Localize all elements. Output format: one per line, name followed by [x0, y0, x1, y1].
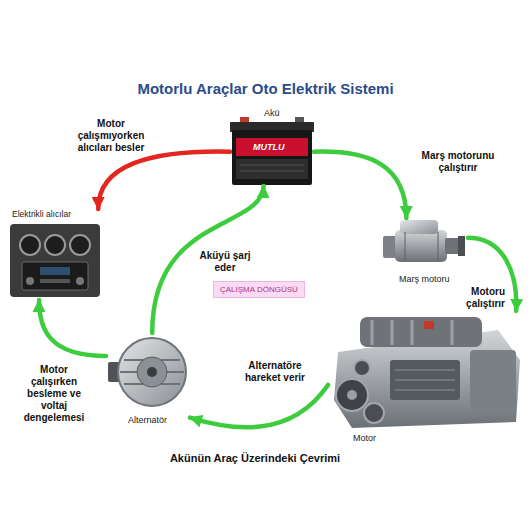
- engine-illustration-part: [347, 390, 357, 400]
- starter-node: Marş motoru: [380, 218, 468, 284]
- flow-arrow: [190, 385, 328, 427]
- engine-node: Motor: [328, 311, 524, 443]
- flow-arrow: [98, 152, 230, 209]
- badge-text: ÇALIŞMA DÖNGÜSÜ: [220, 284, 298, 295]
- engine-illustration-part: [354, 360, 370, 376]
- node-label: Alternatör: [127, 415, 168, 425]
- battery-illustration-part: [232, 130, 312, 185]
- edge-label: Aküyü şarj eder: [196, 250, 254, 274]
- flow-arrow: [314, 152, 406, 218]
- edge-label: Motor çalışmıyorken alıcıları besler: [70, 118, 152, 154]
- engine-illustration-part: [371, 320, 374, 345]
- dashboard-illustration-part: [22, 262, 88, 290]
- part-label: MUTLU: [253, 142, 285, 152]
- battery-illustration-part: [240, 165, 304, 166]
- starter-illustration-part: [458, 236, 465, 256]
- node-label: Marş motoru: [398, 274, 451, 284]
- battery-illustration-part: [236, 159, 308, 179]
- battery-illustration: [230, 117, 314, 185]
- alternator-illustration-part: [118, 338, 186, 406]
- dashboard-illustration-part: [76, 277, 84, 285]
- alternator-illustration-part: [147, 367, 157, 377]
- starter-illustration-part: [383, 236, 397, 258]
- dashboard-illustration-part: [45, 235, 65, 255]
- engine-illustration-part: [411, 320, 414, 345]
- node-label: Elektrikli alıcılar: [11, 209, 72, 219]
- starter-illustration-part: [405, 232, 406, 260]
- cycle-badge: ÇALIŞMA DÖNGÜSÜ: [213, 281, 305, 298]
- flow-arrow: [39, 300, 106, 356]
- dashboard-illustration: [10, 224, 100, 297]
- node-label: Motor: [352, 433, 377, 443]
- dashboard-illustration-part: [26, 277, 34, 285]
- node-label: Akü: [263, 108, 281, 118]
- engine-illustration-part: [424, 321, 434, 329]
- engine-illustration-part: [451, 320, 454, 345]
- edge-label: Marş motorunu çalıştırır: [415, 150, 501, 174]
- engine-illustration-part: [390, 360, 460, 400]
- dashboard-illustration-part: [20, 235, 40, 255]
- edge-label: Motoru çalıştırır: [452, 286, 505, 310]
- engine-illustration-part: [395, 390, 455, 391]
- engine-illustration-part: [364, 403, 384, 423]
- battery-illustration-part: [236, 138, 308, 156]
- engine-illustration-part: [395, 380, 455, 381]
- engine-illustration-part: [336, 379, 368, 411]
- dashboard-illustration-part: [40, 267, 70, 275]
- dashboard-illustration-part: [10, 224, 100, 297]
- engine-illustration-part: [360, 317, 482, 347]
- battery-illustration-part: [240, 171, 304, 172]
- engine-illustration-part: [395, 370, 455, 371]
- starter-illustration-part: [438, 232, 439, 260]
- diagram-caption: Akünün Araç Üzerindeki Çevrimi: [0, 452, 510, 464]
- edge-label: Alternatöre hareket verir: [244, 360, 306, 384]
- alternator-illustration: [108, 338, 186, 406]
- dashboard-illustration-part: [40, 279, 70, 283]
- diagram-title: Motorlu Araçlar Oto Elektrik Sistemi: [0, 80, 531, 97]
- engine-illustration-part: [391, 320, 394, 345]
- electrical-loads-node: Elektrikli alıcılar: [8, 209, 102, 300]
- alternator-node: Alternatör: [106, 333, 190, 425]
- dashboard-illustration-part: [70, 235, 90, 255]
- engine-illustration: [334, 317, 520, 428]
- flow-arrow: [152, 186, 263, 333]
- edge-label: Motor çalışırken besleme ve voltaj denge…: [20, 364, 88, 424]
- starter-illustration: [383, 220, 465, 262]
- engine-illustration-part: [470, 350, 516, 412]
- alternator-illustration-part: [137, 357, 167, 387]
- starter-illustration-part: [395, 230, 447, 262]
- starter-illustration-part: [400, 220, 438, 234]
